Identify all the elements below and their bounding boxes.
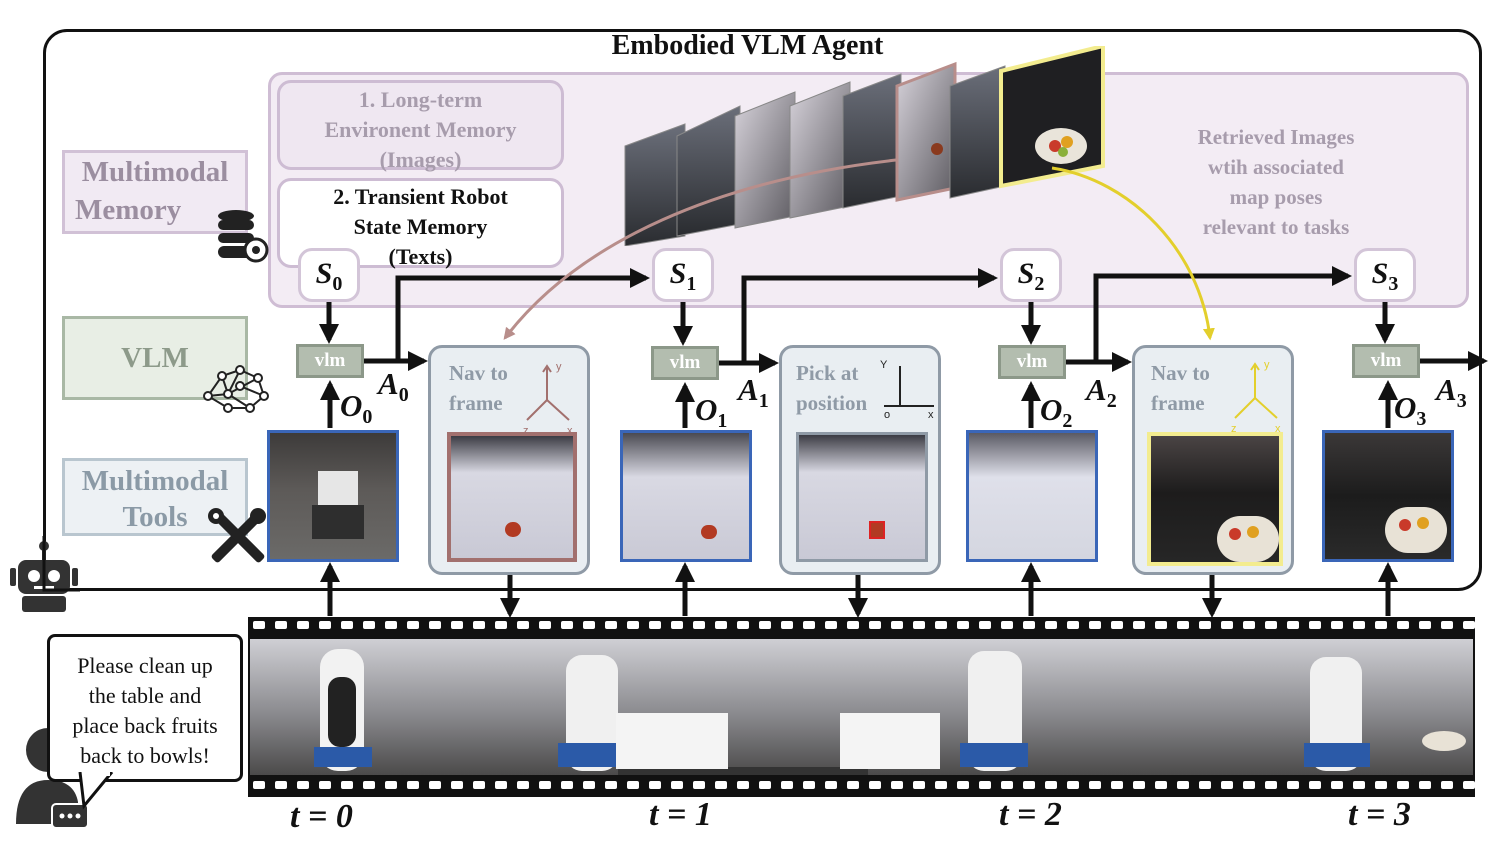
observation-image-3 (1322, 430, 1454, 562)
vlm-node-3: vlm (1352, 344, 1420, 378)
axis-label-x: x (1275, 423, 1281, 434)
transient-line-3: (Texts) (388, 244, 453, 269)
state-s3: S3 (1354, 248, 1416, 302)
observation-o1: O1 (695, 392, 728, 433)
vlm-node-1: vlm (651, 346, 719, 380)
axis-label-o: o (884, 409, 890, 421)
axis-label-z: z (523, 425, 529, 436)
retrieved-line-4: relevant to tasks (1202, 215, 1350, 239)
multimodal-memory-label: Multimodal Memory (62, 150, 248, 234)
database-icon (218, 210, 269, 263)
memory-label-line-1: Multimodal (81, 156, 229, 188)
longterm-memory-box: 1. Long-term Environent Memory (Images) (277, 80, 564, 172)
agent-frame (43, 29, 1482, 591)
time-label-2: t = 2 (999, 796, 1062, 833)
multimodal-tools-label: Multimodal Tools (62, 458, 248, 536)
vlm-label: VLM (62, 316, 248, 400)
observation-image-1 (620, 430, 752, 562)
vlm-node-2: vlm (998, 345, 1066, 379)
instruction-line-1: Please clean up (77, 653, 213, 678)
time-label-1: t = 1 (649, 796, 712, 833)
action-a2: A2 (1086, 372, 1117, 413)
axis-label-x: x (567, 425, 573, 436)
memory-label-line-2: Memory (75, 194, 182, 226)
arrow-retrieve-memory-1 (503, 158, 897, 340)
instruction-line-4: back to bowls! (80, 743, 210, 768)
axis-frame-icon-yellow: y z x (1231, 359, 1281, 434)
tools-label-line-1: Multimodal (81, 465, 229, 497)
time-label-3: t = 3 (1348, 796, 1411, 833)
instruction-speech-bubble: Please clean up the table and place back… (47, 634, 243, 782)
action-a0: A0 (378, 366, 409, 407)
speech-bubble-tail (78, 772, 114, 810)
state-s2: S2 (1000, 248, 1062, 302)
arrow-update-s3 (1093, 266, 1352, 362)
axis-label-z: z (1231, 423, 1237, 434)
action-a1: A1 (738, 372, 769, 413)
longterm-line-3: (Images) (379, 147, 462, 172)
observation-o2: O2 (1040, 392, 1073, 433)
instruction-line-3: place back fruits (72, 713, 218, 738)
vlm-node-0: vlm (296, 344, 364, 378)
action-a3: A3 (1436, 372, 1467, 413)
skill-image-2 (796, 432, 928, 562)
axis-label-y: y (556, 361, 562, 373)
longterm-line-1: 1. Long-term (358, 87, 483, 112)
agent-title: Embodied VLM Agent (611, 30, 884, 61)
tools-icon (208, 508, 266, 563)
arrow-update-s2 (741, 268, 998, 363)
transient-line-2: State Memory (353, 214, 488, 239)
skill-image-1 (447, 432, 577, 562)
retrieved-line-1: Retrieved Images (1197, 125, 1355, 149)
neural-network-icon (203, 365, 269, 413)
filmstrip-frames (248, 619, 1475, 793)
tools-label-line-2: Tools (122, 501, 188, 533)
retrieved-line-2: wtih associated (1208, 155, 1344, 179)
observation-o3: O3 (1394, 390, 1427, 431)
filmstrip-robots (314, 649, 1466, 775)
retrieved-line-3: map poses (1229, 185, 1323, 209)
arrow-retrieve-memory-2 (1051, 166, 1215, 341)
instruction-line-2: the table and (88, 683, 202, 708)
axis-label-y: y (1264, 359, 1270, 371)
longterm-line-2: Environent Memory (324, 117, 517, 142)
axis-label-Y: Y (880, 359, 888, 371)
skill-image-3 (1147, 432, 1283, 566)
axis-label-x: x (928, 409, 934, 421)
retrieved-images-caption: Retrieved Images wtih associated map pos… (1166, 122, 1386, 242)
observation-image-0 (267, 430, 399, 562)
agent-frame-connector (42, 536, 80, 592)
state-s0: S0 (298, 248, 360, 302)
observation-o0: O0 (340, 388, 373, 429)
axis-frame-icon: y z x (523, 361, 573, 436)
transient-line-1: 2. Transient Robot (333, 184, 508, 209)
xy-axis-icon: Y o x (880, 359, 934, 421)
state-s1: S1 (652, 248, 714, 302)
observation-image-2 (966, 430, 1098, 562)
time-label-0: t = 0 (290, 798, 353, 835)
